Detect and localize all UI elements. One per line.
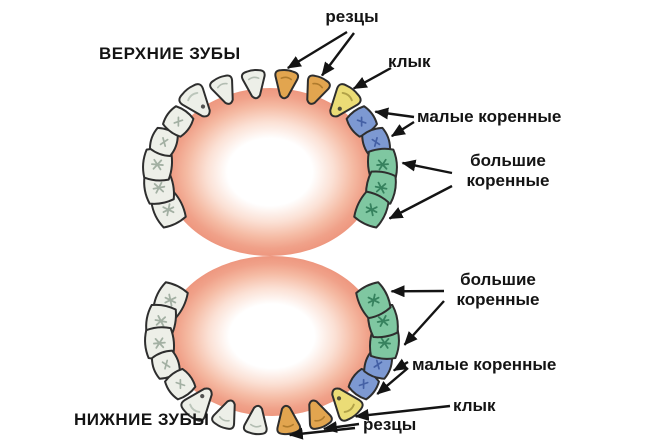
arrow-canine-lower	[354, 404, 451, 421]
label-premolars-upper: малые коренные	[417, 107, 562, 126]
tooth-lower-7-plain-incisor	[211, 399, 236, 430]
tooth-upper-10-incisor	[306, 74, 331, 105]
tooth-upper-6-plain-canine	[178, 83, 211, 118]
arrow-molars-lower-2	[403, 300, 445, 346]
tooth-upper-16-molar	[353, 190, 390, 229]
tooth-lower-16-molar	[355, 281, 392, 320]
tooth-upper-5-plain-premolar	[162, 105, 195, 138]
tooth-upper-4-plain-premolar	[148, 126, 179, 157]
arrow-premolars-lower-2	[376, 367, 409, 395]
lower-gum	[166, 256, 378, 416]
tooth-lower-6-plain-canine	[180, 387, 213, 422]
arrow-incisors-lower-1	[323, 421, 360, 433]
arrow-incisors-upper-1	[286, 30, 348, 70]
label-molars-upper: большие коренные	[466, 151, 550, 190]
arrow-incisors-lower-2	[288, 426, 356, 440]
upper-teeth-title: ВЕРХНИЕ ЗУБЫ	[99, 44, 241, 63]
label-molars-lower: большие коренные	[456, 270, 540, 309]
tooth-lower-8-plain-incisor	[242, 404, 268, 436]
label-canine-upper: клык	[388, 52, 431, 71]
label-premolars-lower: малые коренные	[412, 355, 557, 374]
arrow-premolars-upper-1	[374, 107, 415, 120]
arrow-incisors-upper-2	[321, 32, 355, 77]
lower-teeth-title: НИЖНИЕ ЗУБЫ	[74, 410, 210, 429]
tooth-upper-9-incisor	[274, 68, 300, 100]
label-incisors-lower: резцы	[363, 415, 417, 434]
arrow-molars-upper-1	[401, 159, 453, 175]
upper-gum	[164, 88, 376, 256]
tooth-upper-11-canine	[329, 83, 362, 118]
label-canine-lower: клык	[453, 396, 496, 415]
arrow-premolars-upper-2	[390, 120, 415, 138]
arrow-molars-upper-2	[388, 184, 453, 220]
tooth-upper-8-plain-incisor	[240, 68, 266, 100]
tooth-lower-5-plain-premolar	[164, 367, 197, 401]
arrow-premolars-lower-1	[392, 358, 409, 372]
tooth-upper-7-plain-incisor	[209, 74, 234, 105]
label-incisors-upper: резцы	[325, 7, 379, 26]
arrow-canine-upper	[352, 66, 392, 90]
